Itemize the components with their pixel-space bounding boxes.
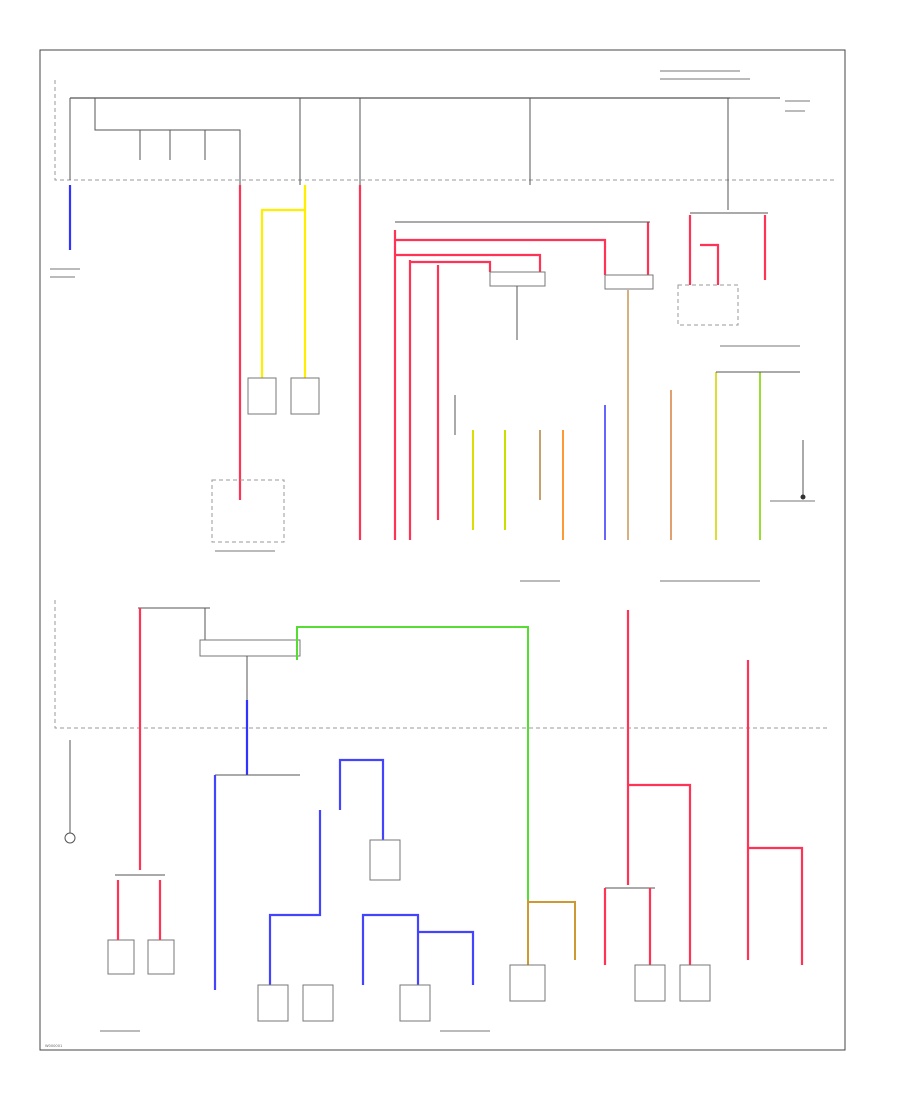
right-connector-box [677,284,739,326]
annotation-1 [660,70,740,72]
component-5 [399,984,431,1022]
annotation-8 [520,580,560,582]
wire-yellow-a [260,185,307,378]
component-8 [679,964,711,1002]
annotation-4 [785,110,805,112]
diagram-frame [39,49,846,1051]
annotation-13 [440,1030,490,1032]
wire-red-far-branch [748,846,804,965]
wire-blue-mid-feed [268,810,322,985]
ground-symbol-left [64,832,76,844]
annotation-3 [785,100,810,102]
annotation-11 [770,500,815,502]
ground-point-right [800,494,806,500]
component-6 [509,964,546,1002]
annotation-7 [215,550,275,552]
lower-fuse-box-outline [54,600,828,729]
wire-green-long [296,626,529,900]
upper-splice-a [489,271,546,287]
wire-red-right-block [688,215,767,285]
annotation-5 [50,268,80,270]
wire-tan-lower [527,900,576,965]
wire-red-bundle [393,230,607,540]
annotation-12 [100,1030,140,1032]
joint-connector [211,479,285,543]
component-box-right [290,377,320,415]
wire-red-right-b [628,783,692,965]
annotation-9 [660,580,760,582]
annotation-glyphs [50,70,815,1032]
component-7 [634,964,666,1002]
component-3 [257,984,289,1022]
lower-splice [369,839,401,881]
annotation-6 [50,276,75,278]
component-box-left [247,377,277,415]
upper-fuse-box-outline [54,80,835,181]
wire-blue-right-feed [361,913,475,985]
annotation-2 [660,78,750,80]
component-2 [147,939,175,975]
component-4 [302,984,334,1022]
wire-blue-u-loop [338,758,385,840]
annotation-10 [720,345,800,347]
wire-red-bottom-left [116,880,162,940]
footer-code: W000001 [45,1044,62,1048]
component-1 [107,939,135,975]
upper-splice-b [604,274,654,290]
upper-fuse-relay-circuit [94,98,301,185]
lower-relay [199,639,301,657]
